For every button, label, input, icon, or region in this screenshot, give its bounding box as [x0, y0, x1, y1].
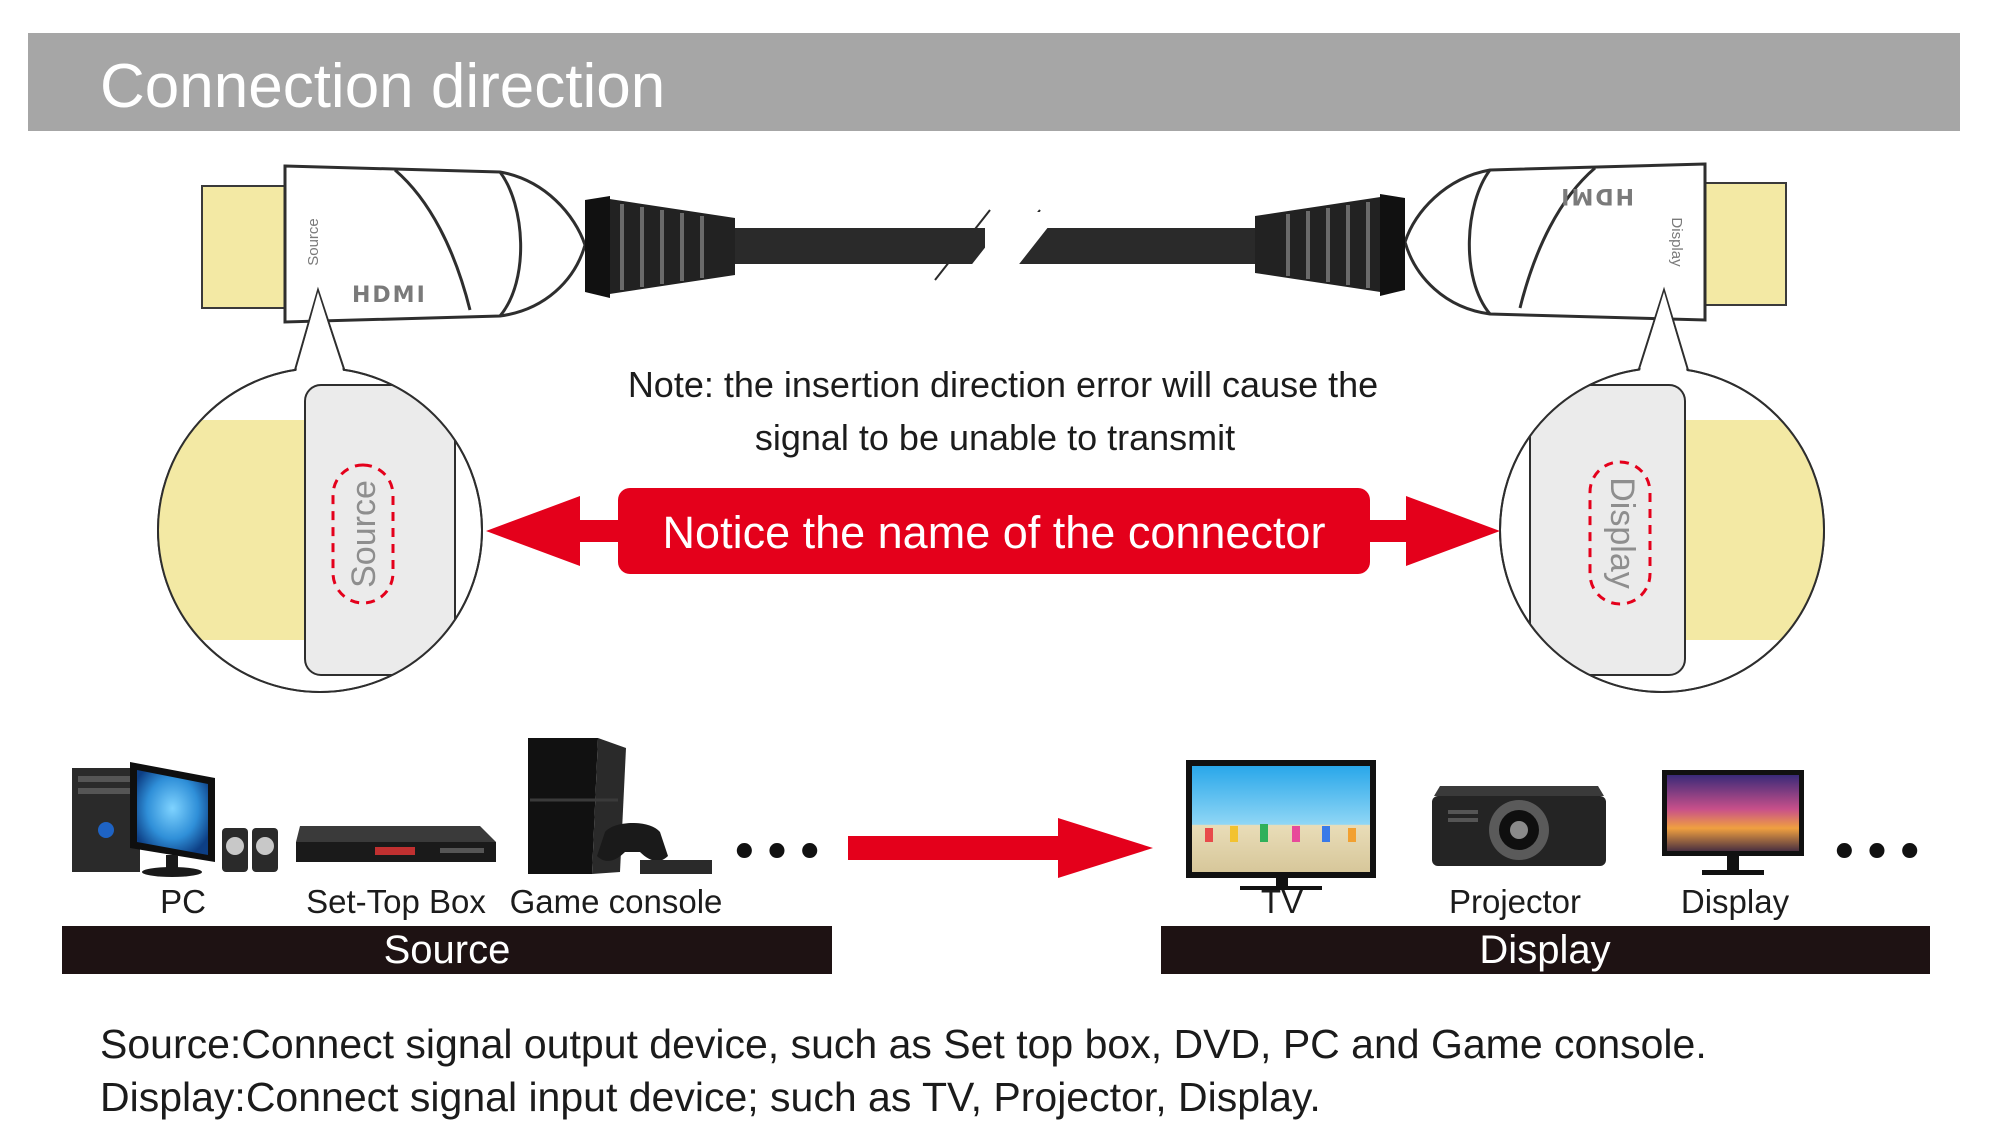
- right-plug-display-label: Display: [1668, 217, 1685, 267]
- device-label-projector: Projector: [1449, 883, 1581, 920]
- left-zoom-housing: [304, 384, 456, 676]
- display-category-label: Display: [1479, 928, 1610, 972]
- left-plug-housing: [283, 164, 587, 324]
- right-zoom-housing: [1529, 384, 1686, 676]
- footer-source-description: Source:Connect signal output device, suc…: [100, 1021, 1707, 1067]
- right-zoom-callout: Display: [1499, 286, 1825, 693]
- desktop-pc-icon: [72, 762, 278, 877]
- left-plug-housing-edge: [498, 171, 523, 317]
- display-category-bar: [1161, 926, 1930, 974]
- cable-break-line: [934, 209, 991, 281]
- notice-banner: Notice the name of the connector: [486, 488, 1500, 574]
- right-plug-housing: [1403, 162, 1707, 322]
- left-plug-metal-tip: [201, 185, 291, 309]
- left-hdmi-plug: Source HDMI: [201, 164, 735, 324]
- device-label-game-console: Game console: [510, 883, 723, 920]
- source-more-ellipsis: •••: [729, 823, 827, 883]
- projector-icon: [1432, 786, 1606, 866]
- device-label-tv: TV: [1261, 883, 1303, 920]
- game-console-icon: [528, 738, 712, 874]
- left-plug-housing-curve: [394, 168, 472, 311]
- source-category-label: Source: [384, 928, 511, 972]
- notice-arrow-left: [486, 496, 620, 566]
- pc-monitor-screen: [137, 770, 208, 855]
- left-zoom-metal: [158, 420, 310, 640]
- cable-break-gap: [958, 212, 1060, 282]
- left-zoom-label-highlight: [331, 463, 395, 605]
- right-zoom-display-label: Display: [1603, 477, 1641, 588]
- right-zoom-label-highlight: [1588, 460, 1652, 606]
- left-zoom-source-label: Source: [345, 480, 383, 588]
- note-line-1: Note: the insertion direction error will…: [628, 364, 1378, 405]
- right-strain-collar: [1380, 194, 1405, 296]
- direction-arrow: [848, 818, 1153, 878]
- display-more-ellipsis: •••: [1829, 823, 1927, 883]
- device-label-pc: PC: [160, 883, 206, 920]
- pc-tower: [72, 768, 140, 872]
- notice-box: [618, 488, 1370, 574]
- left-plug-source-label: Source: [305, 218, 322, 266]
- left-zoom-callout: Source: [157, 286, 483, 693]
- device-label-set-top-box: Set-Top Box: [306, 883, 486, 920]
- cable-segment-left: [735, 228, 985, 264]
- right-zoom-metal: [1680, 420, 1824, 640]
- right-plug-metal-tip: [1697, 182, 1787, 306]
- header-bar: [28, 33, 1960, 131]
- right-plug-hdmi-logo: HDMI: [1559, 183, 1634, 208]
- notice-text: Notice the name of the connector: [663, 507, 1326, 558]
- right-plug-housing-curve: [1518, 166, 1596, 309]
- right-plug-housing-edge: [1467, 169, 1492, 315]
- set-top-box-icon: [296, 826, 496, 862]
- source-category-bar: [62, 926, 832, 974]
- tv-icon: [1186, 760, 1376, 890]
- left-plug-hdmi-logo: HDMI: [352, 283, 427, 308]
- notice-arrow-right: [1366, 496, 1500, 566]
- hdmi-cable: [735, 209, 1255, 282]
- footer-display-description: Display:Connect signal input device; suc…: [100, 1074, 1321, 1120]
- cable-segment-right: [1005, 228, 1255, 264]
- monitor-icon: [1662, 770, 1804, 875]
- device-label-display: Display: [1681, 883, 1790, 920]
- right-hdmi-plug: Display HDMI: [1255, 162, 1787, 322]
- left-strain-collar: [585, 196, 610, 298]
- page-title: Connection direction: [100, 52, 665, 121]
- note-line-2: signal to be unable to transmit: [755, 417, 1235, 458]
